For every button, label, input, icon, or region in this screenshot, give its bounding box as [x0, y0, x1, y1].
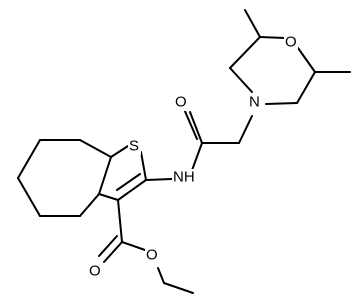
bond — [79, 193, 100, 217]
bond — [163, 282, 194, 294]
ester-oxygen-label: O — [146, 247, 158, 264]
amide-oxygen-label: O — [175, 94, 187, 111]
amide-nh-label: NH — [173, 169, 195, 186]
bond — [265, 102, 298, 105]
bond — [103, 241, 123, 263]
bond — [79, 139, 112, 158]
bond — [229, 67, 253, 93]
bond — [297, 47, 316, 73]
bond — [259, 36, 286, 39]
bond — [98, 156, 112, 195]
bond — [145, 178, 173, 181]
bond — [244, 9, 261, 38]
sulfur-atom-label: S — [129, 138, 139, 155]
bond — [190, 142, 203, 174]
bond — [98, 193, 119, 201]
morpholine-nitrogen-label: N — [249, 94, 260, 111]
bond — [116, 173, 141, 191]
bond — [98, 235, 118, 257]
bond — [157, 267, 165, 284]
bond — [17, 177, 41, 217]
bond — [117, 179, 147, 201]
bond — [238, 115, 253, 144]
morpholine-oxygen-label: O — [285, 34, 297, 51]
bond — [121, 241, 146, 251]
ester-carbonyl-oxygen-label: O — [89, 263, 101, 280]
bond — [189, 111, 203, 144]
bond — [17, 139, 41, 179]
bond — [229, 36, 261, 69]
bond — [117, 199, 123, 243]
bond — [110, 145, 129, 158]
bond — [296, 71, 316, 104]
bond — [140, 151, 147, 181]
bond — [183, 108, 198, 140]
